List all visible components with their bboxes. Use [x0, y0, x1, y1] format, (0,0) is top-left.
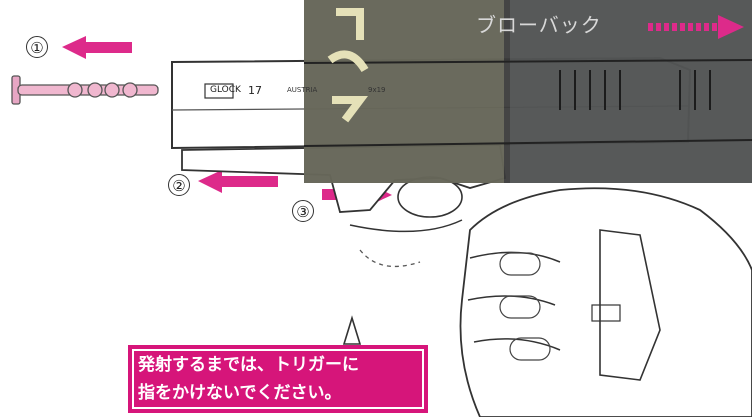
step-3-number: ③	[292, 200, 314, 222]
step-1-number: ①	[26, 36, 48, 58]
warning-line-2: 指をかけないでください。	[138, 383, 342, 403]
arrow-left-icon	[198, 170, 278, 193]
slide-caliber: 9x19	[368, 86, 386, 94]
blowback-label: ブローバック	[476, 13, 602, 37]
arrow-left-icon	[62, 36, 132, 59]
slide-model: 17	[248, 84, 262, 97]
slide-origin: AUSTRIA	[287, 86, 318, 94]
hand-icon	[459, 187, 752, 417]
step-2-number: ②	[168, 174, 190, 196]
slide-brand: GLOCK	[210, 85, 241, 95]
cleaning-rod-icon	[11, 75, 159, 105]
arrow-right-icon	[648, 15, 744, 39]
warning-box: 発射するまでは、トリガーに 指をかけないでください。	[128, 345, 428, 413]
warning-line-1: 発射するまでは、トリガーに	[138, 355, 359, 375]
